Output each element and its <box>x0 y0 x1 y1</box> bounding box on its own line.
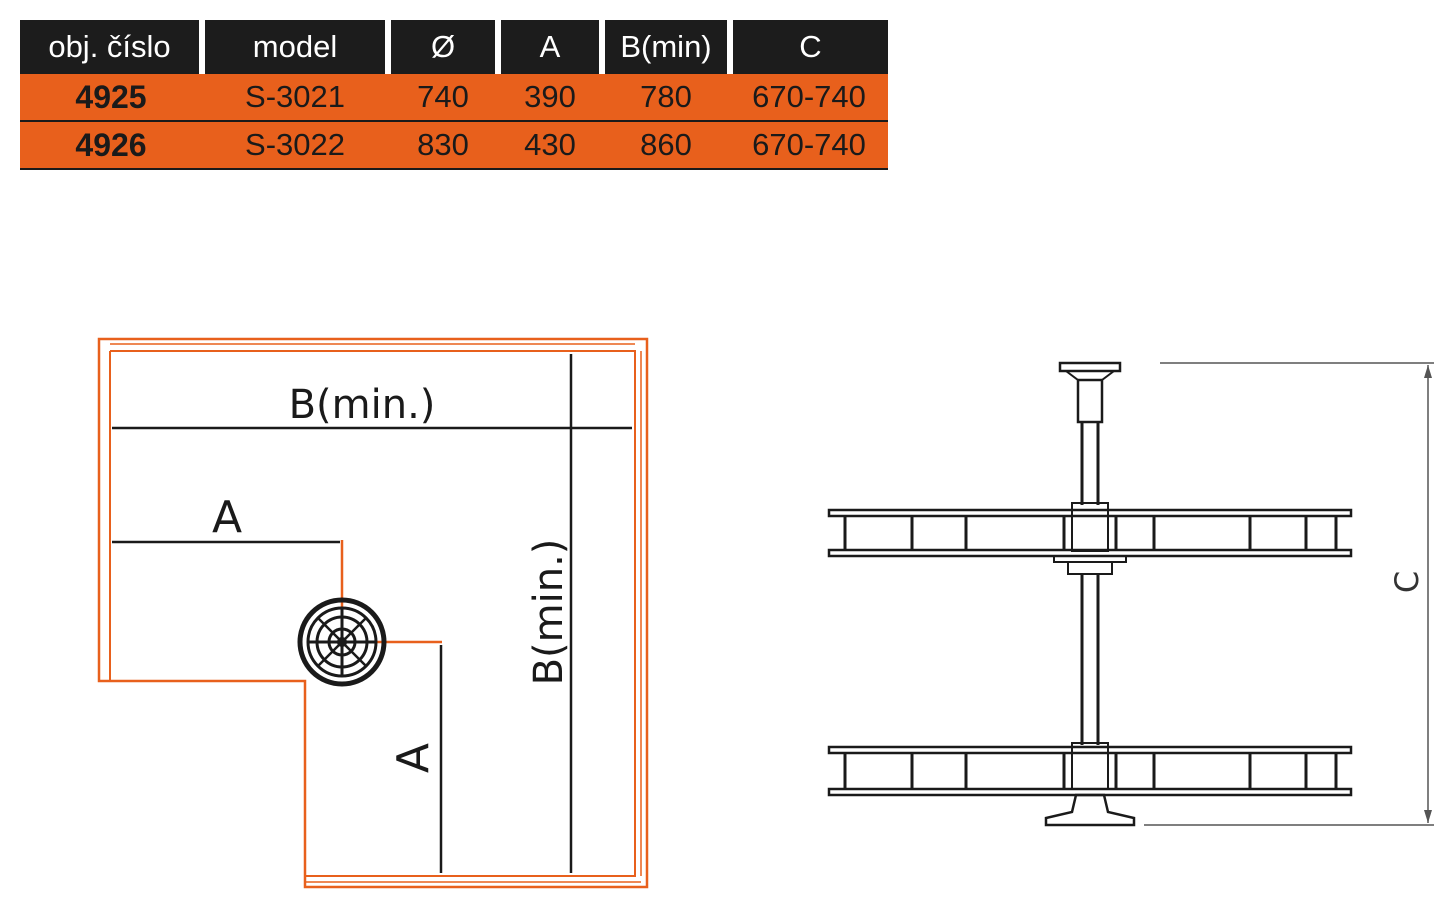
cabinet-outline-outer <box>97 337 649 889</box>
cell-code: 4926 <box>20 121 202 170</box>
spec-table: obj. číslo model Ø A B(min) C 4925 S-302… <box>20 20 888 170</box>
cell-b: 780 <box>602 74 730 122</box>
table-row: 4925 S-3021 740 390 780 670-740 <box>20 74 888 122</box>
label-a-vertical: A <box>388 743 439 773</box>
top-mount-cone <box>1065 370 1115 381</box>
label-b-horizontal: B(min.) <box>289 382 436 428</box>
top-mount-plate <box>1058 361 1122 373</box>
pole-top-view <box>297 597 387 687</box>
dim-c-arrow-bottom <box>1424 810 1432 823</box>
cell-diameter: 830 <box>388 121 498 170</box>
header-cell-a: A <box>495 20 602 74</box>
label-a-horizontal: A <box>212 492 242 543</box>
cell-a: 430 <box>498 121 602 170</box>
label-b-vertical: B(min.) <box>526 539 572 686</box>
header-cell-b: B(min) <box>599 20 730 74</box>
cell-model: S-3021 <box>202 74 388 122</box>
cell-diameter: 740 <box>388 74 498 122</box>
dim-c-arrow-top <box>1424 365 1432 378</box>
table-row: 4926 S-3022 830 430 860 670-740 <box>20 121 888 170</box>
cell-c: 670-740 <box>730 74 888 122</box>
plan-view: B(min.) B(min.) A A <box>97 337 649 889</box>
cell-a: 390 <box>498 74 602 122</box>
label-c: C <box>1388 571 1426 593</box>
cabinet-outline-inner <box>110 350 636 877</box>
lower-shelf <box>827 742 1353 797</box>
table-header-row: obj. číslo model Ø A B(min) C <box>20 20 888 74</box>
header-cell-model: model <box>199 20 388 74</box>
header-cell-code: obj. číslo <box>20 20 202 74</box>
header-cell-diameter: Ø <box>385 20 498 74</box>
side-view: C <box>827 361 1434 827</box>
top-sleeve <box>1076 378 1104 424</box>
cell-model: S-3022 <box>202 121 388 170</box>
cell-c: 670-740 <box>730 121 888 170</box>
header-cell-c: C <box>727 20 888 74</box>
cell-code: 4925 <box>20 74 202 122</box>
cell-b: 860 <box>602 121 730 170</box>
upper-shelf <box>827 502 1353 575</box>
base-foot <box>1044 793 1136 827</box>
